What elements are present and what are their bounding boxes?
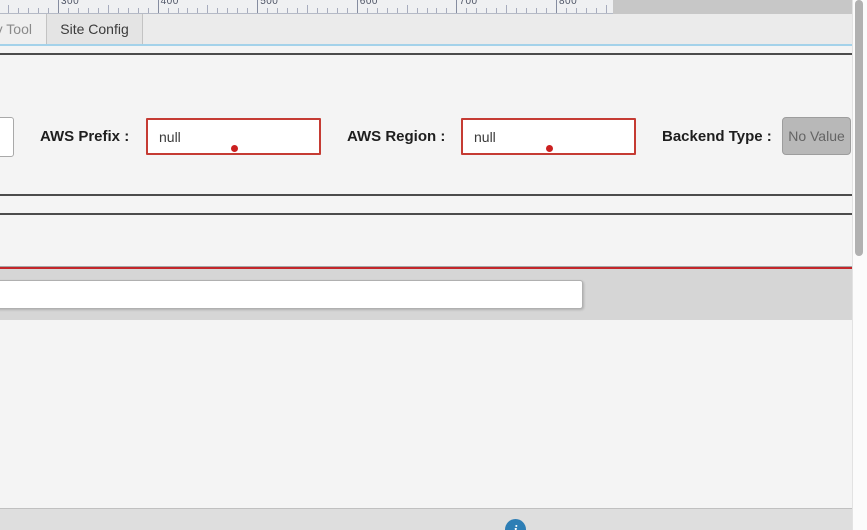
ruler-tick (565, 8, 567, 13)
section-divider-3 (0, 213, 855, 215)
ruler-tick (127, 8, 129, 13)
clipped-left-input[interactable] (0, 117, 14, 157)
ruler-tick (456, 0, 458, 13)
ruler-tick (526, 8, 528, 13)
aws-region-input[interactable] (461, 118, 636, 155)
ruler-tick (58, 0, 59, 13)
ruler-label: 600 (359, 0, 378, 7)
ruler-tick (326, 8, 328, 13)
ruler-tick (277, 8, 279, 13)
ruler-tick (386, 8, 388, 13)
ruler-tick (18, 8, 20, 13)
tab-query-tool[interactable]: y Tool (0, 14, 47, 44)
ruler-tick (267, 8, 269, 13)
ruler-tick (575, 8, 577, 13)
ruler-tick (446, 8, 448, 13)
ruler-tick (107, 5, 109, 13)
ruler-tick (247, 8, 249, 13)
ruler-tick (516, 8, 518, 13)
ruler-end-cap (613, 0, 855, 14)
ruler-tick (157, 0, 159, 13)
ruler-tick (197, 8, 199, 13)
ruler-tick (476, 8, 478, 13)
ruler-label: 300 (61, 0, 80, 7)
ruler-tick (227, 8, 229, 13)
toolbar-band (0, 269, 855, 320)
aws-region-field-wrap (461, 118, 636, 155)
ruler-tick (556, 0, 557, 13)
ruler-tick (167, 8, 169, 13)
ruler-tick (237, 8, 239, 13)
footer-bar (0, 508, 867, 530)
section-divider-2 (0, 194, 855, 196)
ruler-tick (585, 8, 587, 13)
backend-type-label: Backend Type : (662, 128, 772, 145)
wide-text-input[interactable] (0, 280, 583, 309)
ruler-label: 500 (260, 0, 279, 7)
aws-prefix-field-wrap (146, 118, 321, 155)
vertical-scrollbar-thumb[interactable] (855, 0, 863, 256)
ruler-tick (217, 8, 219, 13)
ruler-tick (416, 8, 418, 13)
ruler-tick (87, 8, 89, 13)
tab-bar: y Tool Site Config (0, 14, 853, 44)
ruler-label: 800 (559, 0, 578, 7)
ruler-tick (207, 5, 209, 13)
ruler-tick (595, 8, 597, 13)
ruler-tick (67, 8, 69, 13)
ruler-tick (366, 8, 368, 13)
ruler-tick (546, 8, 548, 13)
aws-prefix-input[interactable] (146, 118, 321, 155)
ruler-tick (28, 8, 30, 13)
ruler-tick (426, 8, 428, 13)
backend-type-select[interactable]: No Value (782, 117, 851, 155)
section-divider-1 (0, 53, 855, 55)
ruler-tick (257, 0, 259, 13)
aws-region-error-dot (545, 145, 553, 152)
ruler-tick (466, 8, 468, 13)
ruler-label: 700 (459, 0, 478, 7)
ruler-tick (187, 8, 189, 13)
ruler-tick (147, 8, 149, 13)
ruler-tick (297, 8, 299, 13)
ruler-tick (316, 8, 318, 13)
red-divider (0, 266, 855, 269)
ruler-tick (117, 8, 119, 13)
ruler-tick (307, 5, 308, 13)
ruler-label: 400 (160, 0, 179, 7)
vertical-scrollbar-track[interactable] (852, 0, 867, 530)
ruler-tick (287, 8, 289, 13)
ruler-tick (97, 8, 99, 13)
ruler-tick (506, 5, 508, 13)
ruler-tick (336, 8, 338, 13)
aws-prefix-error-dot (230, 145, 238, 152)
ruler-tick (177, 8, 179, 13)
ruler-tick (496, 8, 498, 13)
ruler: 300 400 500 600 700 800 (0, 0, 613, 14)
ruler-tick (605, 5, 607, 13)
tab-site-config[interactable]: Site Config (47, 14, 143, 44)
ruler-tick (77, 8, 79, 13)
info-fab-button[interactable]: i (505, 519, 526, 530)
ruler-tick (536, 8, 538, 13)
ruler-tick (346, 8, 348, 13)
ruler-tick (48, 8, 50, 13)
aws-region-label: AWS Region : (347, 128, 446, 145)
ruler-tick (436, 8, 438, 13)
tab-bar-accent-line (0, 44, 853, 46)
ruler-tick (8, 5, 10, 13)
ruler-tick (396, 8, 398, 13)
ruler-tick (38, 8, 40, 13)
ruler-tick (406, 5, 408, 13)
ruler-tick (486, 8, 488, 13)
ruler-tick (356, 0, 358, 13)
ruler-tick (376, 8, 378, 13)
ruler-tick (137, 8, 139, 13)
aws-prefix-label: AWS Prefix : (40, 128, 130, 145)
